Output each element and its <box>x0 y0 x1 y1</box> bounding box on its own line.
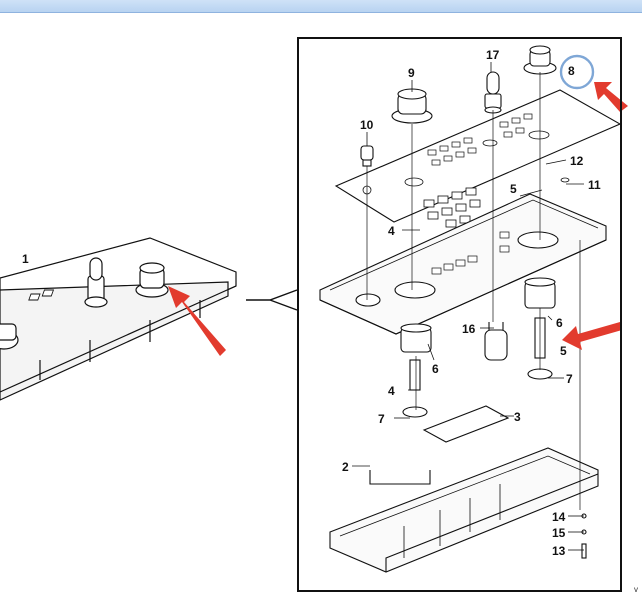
callout-10: 10 <box>360 118 374 132</box>
callout-4b: 4 <box>388 384 395 398</box>
assembled-panel <box>0 237 237 401</box>
exploded-parts <box>319 45 622 573</box>
callout-12: 12 <box>570 154 584 168</box>
highlight-circle <box>559 54 595 90</box>
red-arrow-icon <box>168 82 628 356</box>
callout-2: 2 <box>342 460 349 474</box>
callout-6b: 6 <box>432 362 439 376</box>
callout-14: 14 <box>552 510 566 524</box>
detail-frame <box>297 37 622 592</box>
window-top-bar <box>0 0 642 13</box>
callout-6a: 6 <box>556 316 563 330</box>
callout-4a: 4 <box>388 224 395 238</box>
callout-8: 8 <box>568 64 575 78</box>
callout-connector <box>246 289 298 311</box>
callout-9: 9 <box>408 66 415 80</box>
callout-3: 3 <box>514 410 521 424</box>
callout-7a: 7 <box>378 412 385 426</box>
callout-1: 1 <box>22 252 29 266</box>
callout-11: 11 <box>588 178 601 192</box>
corner-mark: v <box>634 585 638 594</box>
callout-7b: 7 <box>566 372 573 386</box>
callout-17: 17 <box>486 48 500 62</box>
callout-16: 16 <box>462 322 476 336</box>
callout-5a: 5 <box>510 182 517 196</box>
callout-15: 15 <box>552 526 566 540</box>
callout-13: 13 <box>552 544 566 558</box>
callout-5b: 5 <box>560 344 567 358</box>
